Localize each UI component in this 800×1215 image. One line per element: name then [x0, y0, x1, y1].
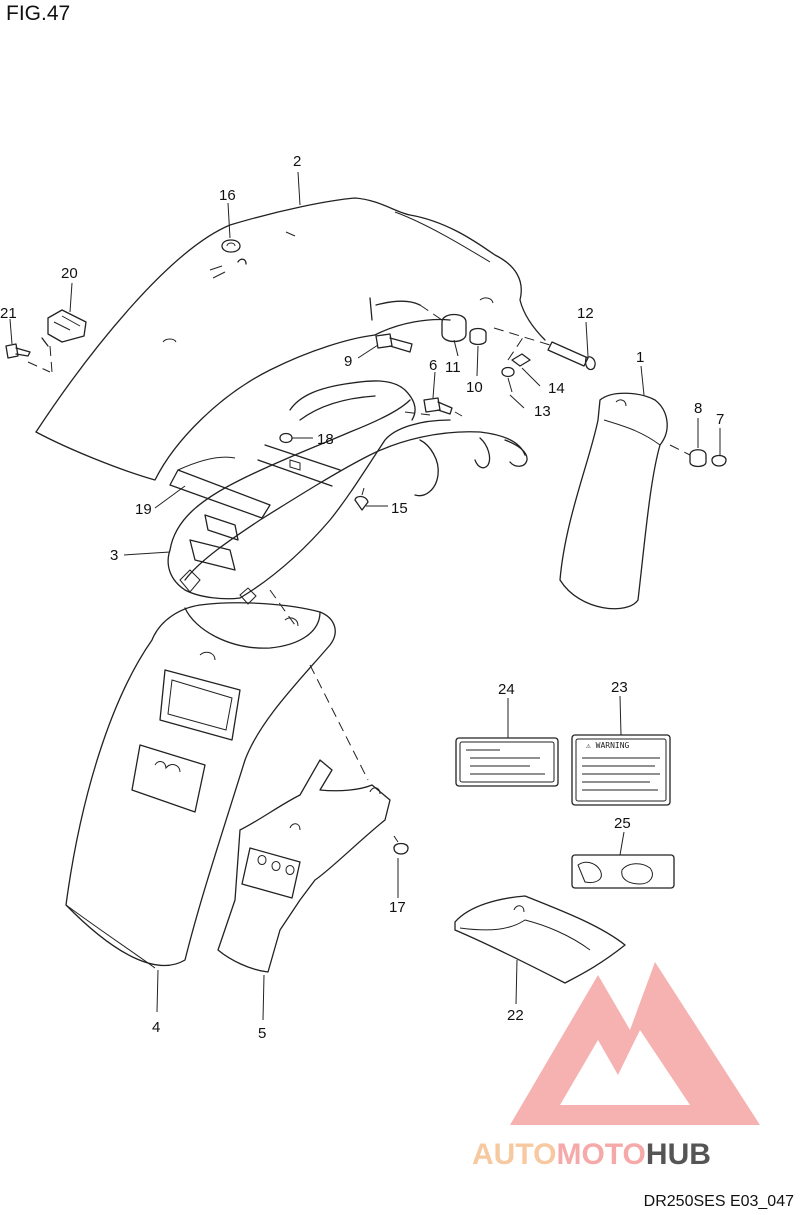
part-rubber-flap: [454, 895, 626, 984]
callout-25: 25: [614, 815, 631, 832]
callout-8: 8: [694, 400, 702, 417]
watermark-triangle: [510, 962, 760, 1125]
part-inner-fender: [65, 602, 336, 969]
callout-1: 1: [636, 349, 644, 366]
part-rear-frame: [167, 380, 528, 605]
part-label-24: [455, 737, 559, 787]
leader-lines: [9, 171, 721, 1021]
callout-21: 21: [0, 305, 17, 322]
callout-20: 20: [61, 265, 78, 282]
part-screw-7: [711, 454, 727, 467]
part-mud-flap: [559, 392, 668, 610]
part-bolt-9: [375, 333, 413, 353]
callout-7: 7: [716, 411, 724, 428]
callout-14: 14: [548, 380, 565, 397]
part-grommet-16: [221, 239, 247, 265]
callout-18: 18: [317, 431, 334, 448]
part-screw-21: [5, 343, 31, 359]
part-strip-19: [169, 456, 271, 519]
warning-label-title: ⚠ WARNING: [586, 741, 630, 750]
part-screw-13: [501, 366, 515, 393]
callout-19: 19: [135, 501, 152, 518]
figure-code: DR250SES E03_047: [643, 1193, 794, 1210]
part-cushion-10: [469, 327, 487, 346]
part-bolt-12: [547, 341, 596, 371]
callout-15: 15: [391, 500, 408, 517]
callout-12: 12: [577, 305, 594, 322]
part-screw-18: [279, 432, 293, 444]
callout-22: 22: [507, 1007, 524, 1024]
part-bolt-17: [393, 835, 409, 855]
part-bracket-plate: [217, 759, 391, 973]
callout-5: 5: [258, 1025, 266, 1042]
part-bolt-6: [423, 397, 453, 415]
callout-4: 4: [152, 1019, 160, 1036]
callout-16: 16: [219, 187, 236, 204]
part-label-25: [571, 854, 675, 889]
figure-title: FIG.47: [6, 2, 71, 25]
callout-2: 2: [293, 153, 301, 170]
watermark-auto: AUTOMOTOHUB: [472, 1138, 711, 1171]
part-rear-fender: [35, 197, 546, 481]
callout-numbers: 1 2 3 4 5 6 7 8 9 10 11 12 13 14 15 16 1…: [0, 153, 724, 1042]
callout-9: 9: [344, 353, 352, 370]
callout-11: 11: [445, 359, 461, 376]
callout-23: 23: [611, 679, 628, 696]
part-clip-15: [354, 487, 369, 511]
callout-17: 17: [389, 899, 406, 916]
part-collar-11: [441, 313, 467, 343]
part-label-23: ⚠ WARNING: [571, 734, 671, 806]
callout-13: 13: [534, 403, 551, 420]
callout-6: 6: [429, 357, 437, 374]
watermark-logo: AUTOMOTOHUB: [472, 962, 760, 1171]
callout-24: 24: [498, 681, 515, 698]
part-collar-8: [689, 449, 707, 468]
callout-3: 3: [110, 547, 118, 564]
part-bracket-20: [41, 309, 87, 347]
part-nut-14: [511, 353, 531, 367]
callout-10: 10: [466, 379, 483, 396]
